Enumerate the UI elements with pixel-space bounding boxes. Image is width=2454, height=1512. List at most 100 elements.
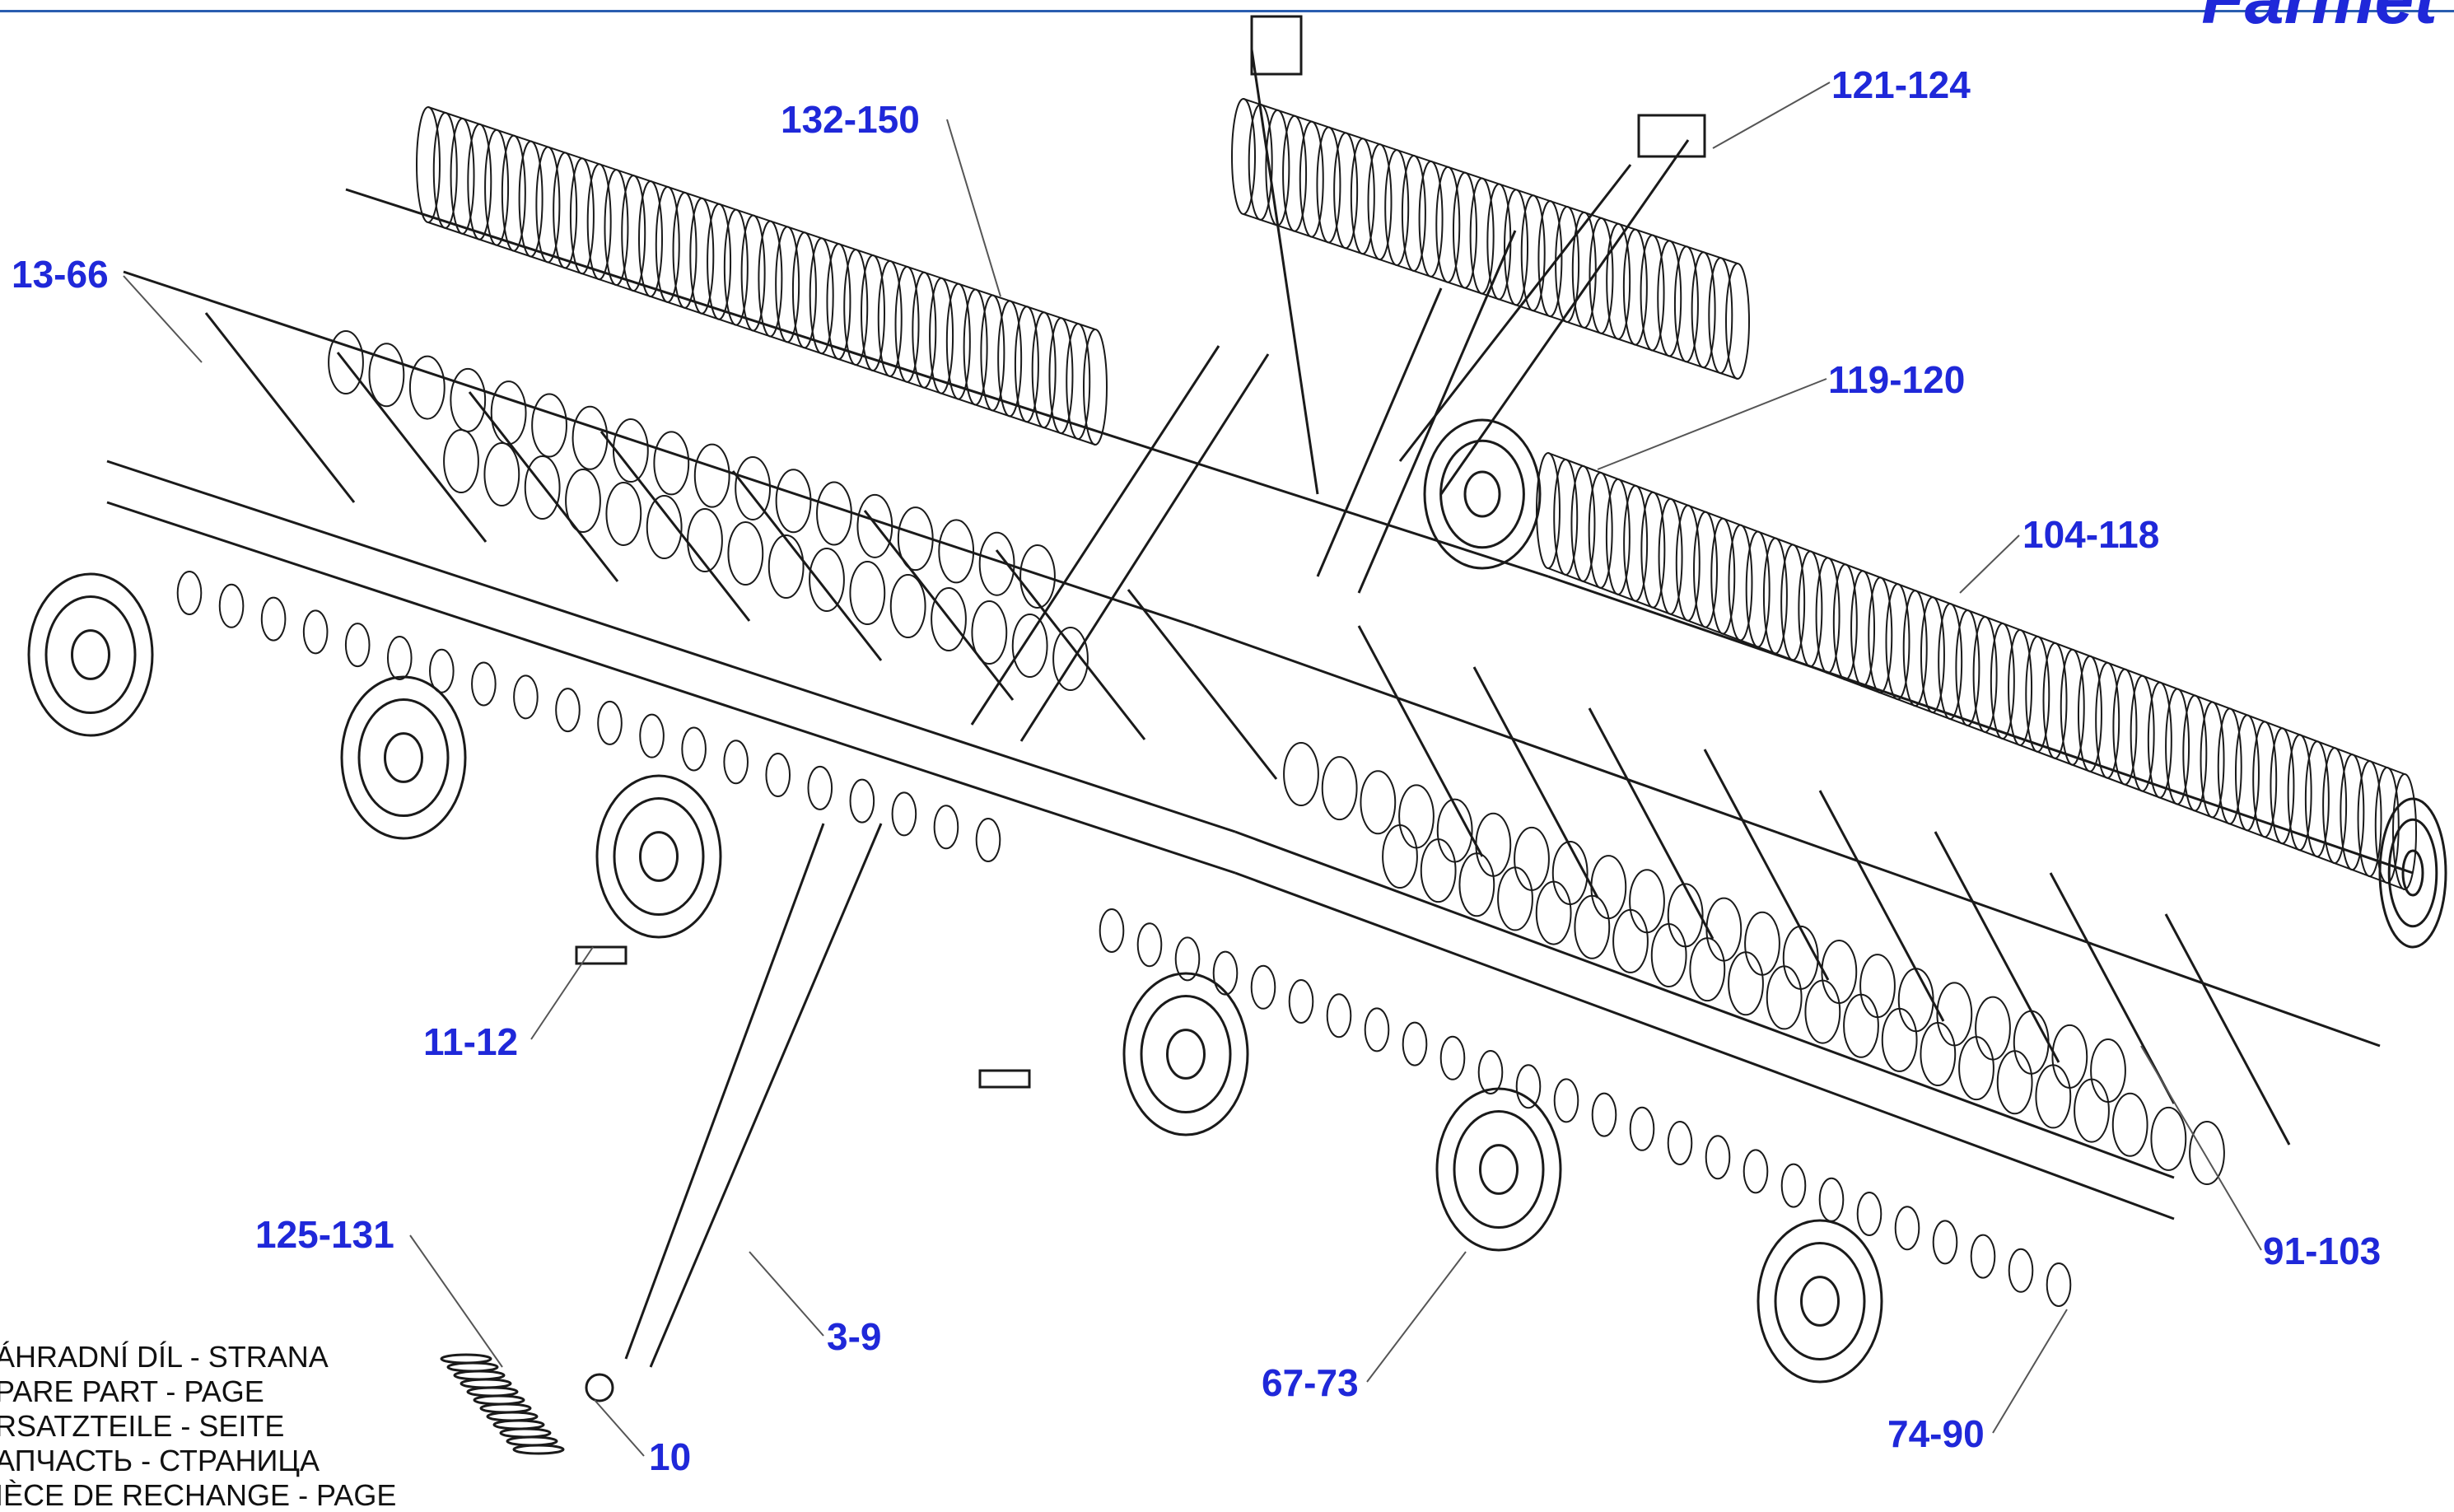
disc-gang bbox=[1766, 965, 1803, 1030]
disc-gang bbox=[612, 418, 649, 483]
cultivator-shank-row bbox=[849, 778, 875, 824]
disc-gang bbox=[1398, 784, 1435, 849]
frame-beam bbox=[970, 345, 1220, 726]
disc-gang bbox=[524, 455, 561, 520]
transport-wheel-rim bbox=[613, 796, 705, 917]
cultivator-shank-row bbox=[1932, 1220, 1958, 1265]
frame-beam bbox=[1234, 871, 2175, 1220]
legend-line-en: PARE PART - PAGE bbox=[0, 1374, 264, 1408]
disc-gang bbox=[816, 481, 852, 546]
disc-gang bbox=[1574, 894, 1611, 959]
cultivator-shank-row bbox=[344, 623, 371, 668]
callout-74-90[interactable]: 74-90 bbox=[1887, 1412, 1985, 1455]
cultivator-shank-row bbox=[513, 674, 539, 720]
callout-10[interactable]: 10 bbox=[649, 1435, 692, 1478]
transport-wheel-rim bbox=[357, 698, 450, 818]
disc-gang bbox=[1650, 923, 1687, 987]
cultivator-shank-row bbox=[723, 740, 749, 785]
disc-gang bbox=[2035, 1064, 2072, 1129]
transport-wheel bbox=[595, 774, 722, 939]
top-bracket bbox=[1250, 15, 1303, 76]
center-rear-roller-bottom bbox=[1243, 213, 1738, 380]
callout-67-73[interactable]: 67-73 bbox=[1262, 1361, 1359, 1404]
callout-119-120[interactable]: 119-120 bbox=[1828, 358, 1966, 401]
cultivator-shank-row bbox=[1250, 964, 1276, 1010]
disc-gang bbox=[1859, 954, 1896, 1019]
disc-gang bbox=[978, 531, 1015, 596]
callout-104-118[interactable]: 104-118 bbox=[2022, 513, 2160, 556]
disc-gang bbox=[1975, 996, 2011, 1061]
cultivator-shank-row bbox=[639, 713, 665, 758]
cultivator-shank-row bbox=[1212, 950, 1239, 996]
transport-wheel bbox=[27, 572, 154, 737]
disc-gang bbox=[1514, 826, 1550, 891]
callout-11-12[interactable]: 11-12 bbox=[423, 1020, 519, 1063]
callout-132-150[interactable]: 132-150 bbox=[781, 98, 920, 141]
legend-line-fr: IÈCE DE RECHANGE - PAGE bbox=[0, 1478, 397, 1512]
disc-gang bbox=[1019, 544, 1056, 609]
frame-beam bbox=[1250, 49, 1319, 495]
roller-end-wheel-hub bbox=[2401, 849, 2424, 897]
callout-121-124[interactable]: 121-124 bbox=[1831, 63, 1971, 106]
spring bbox=[512, 1444, 565, 1455]
callout-13-66[interactable]: 13-66 bbox=[12, 253, 109, 296]
cultivator-shank-row bbox=[1364, 1007, 1390, 1052]
frame-beam bbox=[1316, 287, 1443, 577]
frame-strut bbox=[336, 352, 488, 543]
disc-gang bbox=[2150, 1106, 2187, 1171]
cultivator-shank-row bbox=[1667, 1121, 1693, 1165]
transport-wheel-hub bbox=[1166, 1029, 1206, 1080]
disc-gang bbox=[490, 380, 527, 446]
frame-strut bbox=[468, 391, 619, 582]
callout-leader bbox=[1959, 534, 2020, 594]
callout-125-131[interactable]: 125-131 bbox=[255, 1213, 394, 1256]
frame-beam bbox=[1234, 830, 2175, 1179]
disc-gang bbox=[687, 508, 723, 572]
disc-gang bbox=[605, 482, 642, 546]
frame-beam bbox=[1193, 624, 2381, 1048]
disc-gang bbox=[1458, 852, 1495, 917]
cultivator-shank-row bbox=[1591, 1092, 1617, 1137]
frame-beam bbox=[649, 823, 883, 1368]
cultivator-shank-row bbox=[1136, 922, 1163, 968]
disc-gang bbox=[1629, 869, 1665, 934]
cultivator-shank-row bbox=[429, 648, 455, 693]
transport-wheel bbox=[340, 675, 467, 840]
spring bbox=[506, 1435, 558, 1447]
frame-strut bbox=[1472, 666, 1599, 898]
transport-wheel-hub bbox=[1479, 1144, 1519, 1195]
brand-logo: Farmet bbox=[2201, 0, 2438, 35]
callout-leader bbox=[594, 1399, 645, 1457]
cultivator-shank-row bbox=[1288, 979, 1314, 1024]
callout-leader bbox=[946, 119, 1001, 297]
cultivator-shank-row bbox=[555, 688, 581, 733]
frame-beam bbox=[106, 501, 1236, 875]
frame-beam bbox=[624, 823, 825, 1360]
disc-gang bbox=[531, 393, 567, 458]
transport-wheel-rim bbox=[1453, 1109, 1545, 1230]
disc-gang bbox=[1897, 968, 1934, 1033]
frame-strut bbox=[1818, 790, 1945, 1022]
cultivator-shank-row bbox=[218, 583, 245, 628]
transport-wheel bbox=[1757, 1219, 1883, 1384]
center-wheel-rim bbox=[1439, 439, 1525, 549]
cultivator-shank-row bbox=[681, 726, 707, 772]
disc-gang bbox=[1881, 1007, 1918, 1072]
callout-leader bbox=[409, 1234, 503, 1368]
cultivator-shank-row bbox=[933, 805, 959, 850]
disc-gang bbox=[931, 587, 967, 651]
disc-gang bbox=[2090, 1038, 2126, 1103]
disc-gang bbox=[1321, 756, 1358, 821]
cultivator-shank-row bbox=[1477, 1050, 1504, 1094]
cultivator-shank-row bbox=[975, 818, 1001, 862]
callout-3-9[interactable]: 3-9 bbox=[827, 1315, 882, 1358]
transport-wheel bbox=[1122, 972, 1249, 1136]
callout-91-103[interactable]: 91-103 bbox=[2263, 1230, 2382, 1272]
spring bbox=[460, 1378, 512, 1389]
roller-end-wheel bbox=[2378, 797, 2447, 949]
disc-gang bbox=[1475, 812, 1512, 877]
disc-gang bbox=[1360, 770, 1397, 835]
disc-gang bbox=[1436, 798, 1473, 863]
cultivator-shank-row bbox=[471, 661, 497, 707]
